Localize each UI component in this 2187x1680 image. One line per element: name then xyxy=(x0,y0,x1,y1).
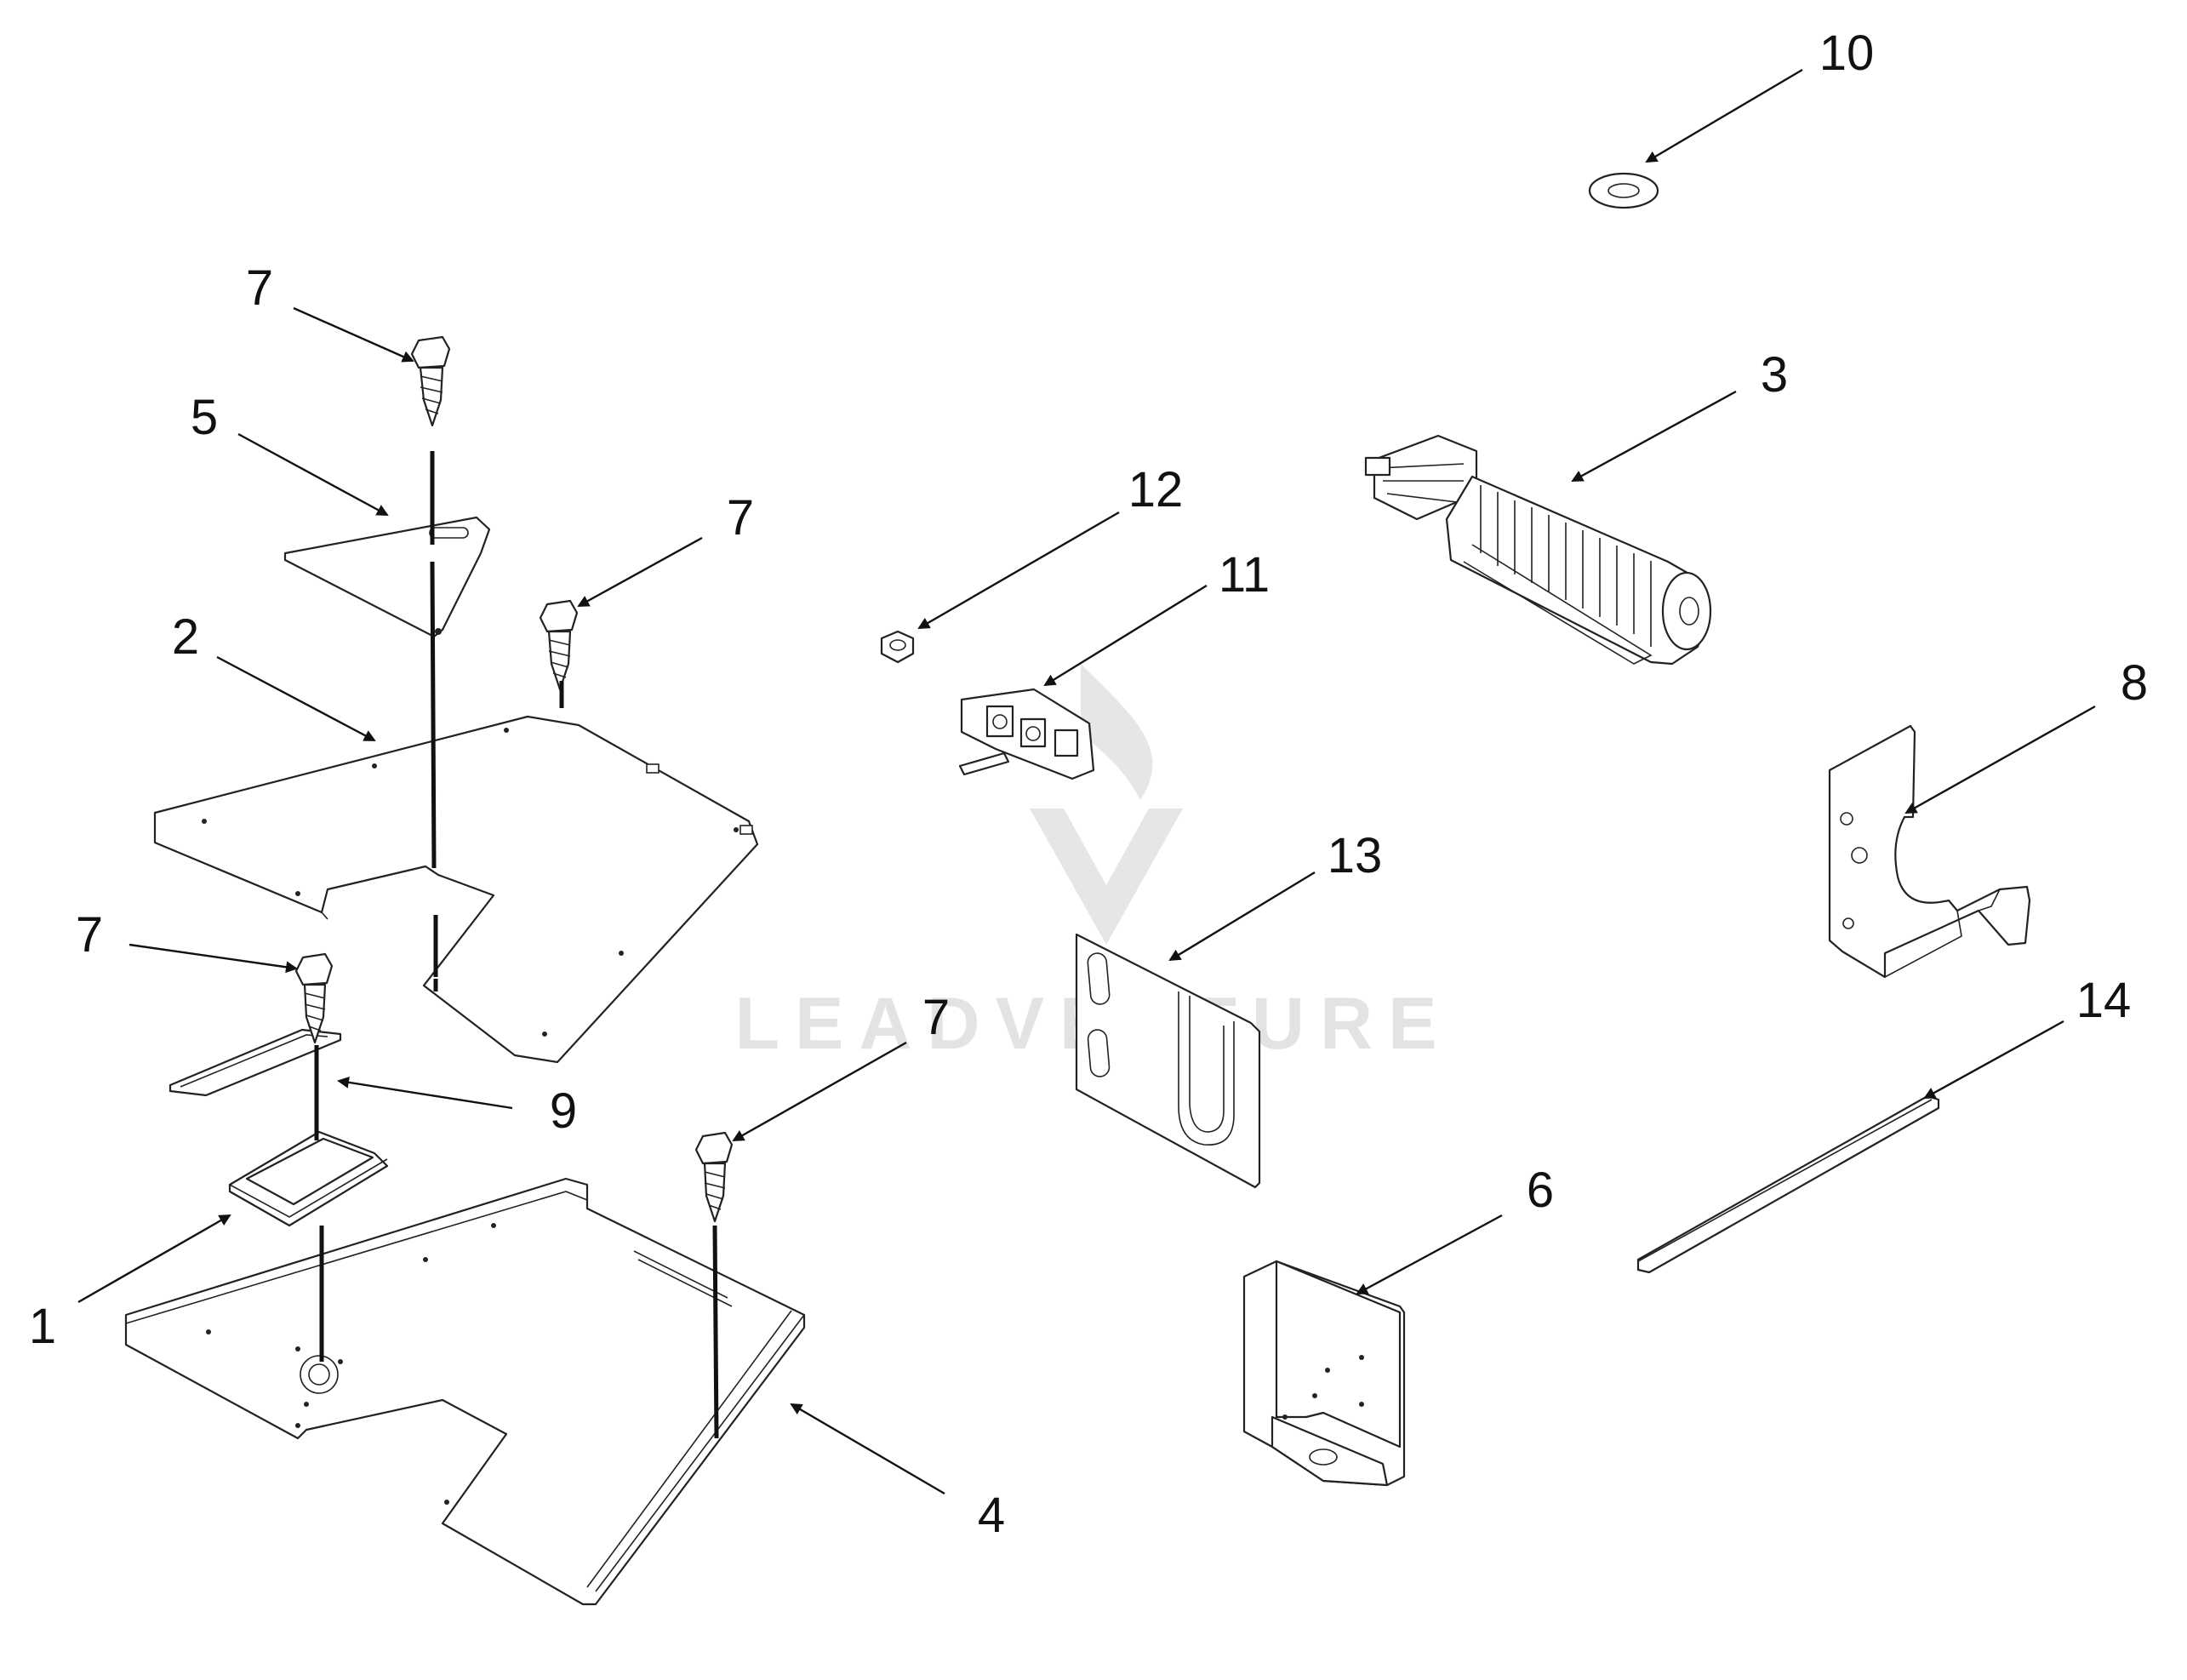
leader-9 xyxy=(337,1076,513,1110)
callout-7-top: 7 xyxy=(246,260,273,316)
part-14-trim-strip xyxy=(1636,1094,1940,1274)
part-2-upper-plate xyxy=(153,715,759,1064)
callout-9: 9 xyxy=(550,1083,577,1139)
leader-10 xyxy=(1645,68,1803,163)
part-10-washer xyxy=(1588,172,1659,209)
part-13-mounting-plate xyxy=(1075,933,1261,1189)
callout-4: 4 xyxy=(978,1488,1005,1543)
part-3-blower-assembly xyxy=(1364,434,1712,666)
callout-12: 12 xyxy=(1128,462,1184,517)
assembly-axis-lines xyxy=(314,451,719,1439)
part-5-small-plate xyxy=(283,516,491,638)
callout-2: 2 xyxy=(172,609,199,665)
part-1-chute-bracket xyxy=(228,1130,389,1227)
part-7-screw-middle-left xyxy=(294,952,334,1044)
part-9-gasket xyxy=(168,1028,342,1097)
leader-6 xyxy=(1356,1214,1503,1295)
leader-11 xyxy=(1043,584,1208,687)
leader-1 xyxy=(77,1214,231,1304)
leader-8 xyxy=(1904,705,2096,814)
leader-lines xyxy=(77,68,2096,1495)
part-8-curved-bracket xyxy=(1828,724,2031,979)
leader-3 xyxy=(1571,390,1737,483)
leader-7-top xyxy=(293,306,414,363)
part-7-screw-upper-right xyxy=(539,599,579,691)
part-7-screw-lower-right xyxy=(694,1131,734,1223)
part-4-lower-tray xyxy=(124,1177,806,1606)
callout-7-lower-right: 7 xyxy=(922,990,950,1045)
leader-14 xyxy=(1923,1020,2064,1100)
leader-12 xyxy=(917,511,1120,630)
leader-7-upper-right xyxy=(577,536,703,608)
part-7-screw-top xyxy=(410,335,451,427)
leader-5 xyxy=(237,432,389,517)
callout-11: 11 xyxy=(1219,547,1270,603)
callout-8: 8 xyxy=(2121,655,2148,711)
callout-7-middle-left: 7 xyxy=(76,907,103,963)
leader-13 xyxy=(1168,871,1316,962)
part-12-nut xyxy=(880,630,915,664)
part-11-terminal-block xyxy=(958,688,1095,780)
callout-3: 3 xyxy=(1761,347,1788,403)
leader-7-lower-right xyxy=(732,1041,907,1142)
callout-7-upper-right: 7 xyxy=(727,490,754,546)
callout-labels: 1 2 3 4 5 6 7 7 7 7 8 9 10 11 12 13 14 xyxy=(29,26,2148,1543)
callout-5: 5 xyxy=(191,390,218,445)
leader-2 xyxy=(216,655,376,742)
callout-10: 10 xyxy=(1819,26,1875,81)
callout-1: 1 xyxy=(29,1299,56,1354)
part-6-box-cover xyxy=(1242,1260,1406,1487)
leader-4 xyxy=(790,1403,945,1495)
watermark-logo xyxy=(1030,664,1183,945)
callout-14: 14 xyxy=(2076,973,2132,1028)
callout-6: 6 xyxy=(1527,1163,1554,1218)
leader-7-middle-left xyxy=(128,943,298,974)
callout-13: 13 xyxy=(1328,828,1383,883)
